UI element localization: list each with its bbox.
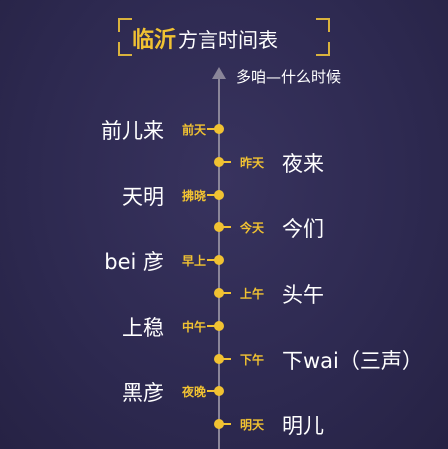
dialect-word: 下wai（三声） <box>282 349 423 373</box>
timeline-dot <box>214 157 224 167</box>
timeline-connector <box>207 390 215 392</box>
timeline-dot <box>214 190 224 200</box>
time-label: 昨天 <box>240 156 265 170</box>
time-label: 前天 <box>181 123 206 137</box>
title-sub: 方言时间表 <box>178 28 279 52</box>
page-title: 临沂方言时间表 <box>132 22 278 54</box>
dialect-word: 夜来 <box>282 152 324 176</box>
time-label: 中午 <box>181 320 206 334</box>
dialect-word: 上稳 <box>122 316 164 340</box>
timeline-connector <box>223 358 231 360</box>
timeline-connector <box>223 292 231 294</box>
axis-caption: 多咱—什么时候 <box>236 68 342 86</box>
timeline-dot <box>214 288 224 298</box>
timeline-connector <box>207 259 215 261</box>
dialect-word: 头午 <box>282 283 324 307</box>
timeline-connector <box>207 325 215 327</box>
dialect-word: 明儿 <box>282 414 324 438</box>
title-main: 临沂 <box>132 28 177 53</box>
time-label: 下午 <box>240 353 265 367</box>
timeline-dot <box>214 222 224 232</box>
time-label: 上午 <box>240 287 265 301</box>
dialect-word: bei 彦 <box>104 250 164 274</box>
time-label: 早上 <box>181 254 206 268</box>
dialect-word: 前儿来 <box>101 119 164 143</box>
timeline-connector <box>223 423 231 425</box>
timeline-connector <box>207 128 215 130</box>
timeline-connector <box>223 161 231 163</box>
timeline-dot <box>214 419 224 429</box>
timeline-dot <box>214 255 224 265</box>
arrow-up-icon <box>212 67 226 79</box>
timeline-dot <box>214 124 224 134</box>
timeline-connector <box>207 194 215 196</box>
frame-corner-bottom-right <box>316 42 330 56</box>
time-label: 夜晚 <box>181 385 206 399</box>
dialect-word: 天明 <box>122 185 164 209</box>
frame-corner-bottom-left <box>118 42 132 56</box>
timeline-connector <box>223 226 231 228</box>
frame-corner-top-right <box>316 18 330 32</box>
timeline-dot <box>214 321 224 331</box>
time-label: 明天 <box>240 418 265 432</box>
frame-corner-top-left <box>118 18 132 32</box>
dialect-word: 黑彦 <box>122 381 164 405</box>
dialect-word: 今们 <box>282 217 324 241</box>
timeline-dot <box>214 386 224 396</box>
time-label: 今天 <box>240 221 265 235</box>
timeline-dot <box>214 354 224 364</box>
title-frame: 临沂方言时间表 <box>118 18 330 56</box>
time-label: 拂晓 <box>181 189 206 203</box>
